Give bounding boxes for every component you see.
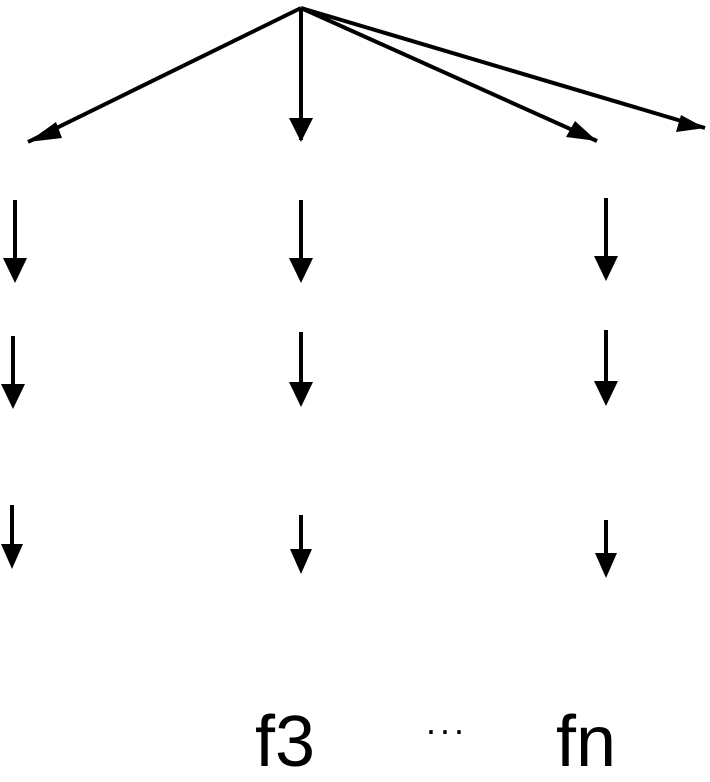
col3-arrowhead-3: [595, 553, 617, 578]
arrowhead-col2: [289, 118, 313, 142]
arrow-root-to-col3: [300, 6, 598, 143]
arrow-root-to-col4: [300, 6, 706, 130]
col2-arrowhead-3: [290, 549, 312, 574]
arrow-root-to-col1: [27, 6, 302, 144]
label-f3: f3: [255, 702, 316, 782]
arrowhead-col4: [676, 115, 705, 132]
arrowhead-col1: [28, 122, 62, 142]
column-3-arrows: [594, 198, 618, 578]
fan-out-arrows: [27, 6, 706, 144]
col1-arrowhead-2: [1, 384, 25, 409]
column-2-arrows: [289, 200, 313, 574]
col2-arrowhead-2: [289, 382, 313, 407]
col1-arrowhead-3: [1, 544, 23, 569]
col1-arrowhead-1: [3, 258, 27, 283]
col3-arrowhead-1: [594, 256, 618, 281]
arrowhead-col3: [566, 121, 597, 141]
col3-arrowhead-2: [594, 381, 618, 406]
label-fn: fn: [556, 702, 617, 782]
column-1-arrows: [1, 200, 27, 569]
ellipsis-label: ···: [425, 709, 467, 750]
col2-arrowhead-1: [289, 258, 313, 283]
